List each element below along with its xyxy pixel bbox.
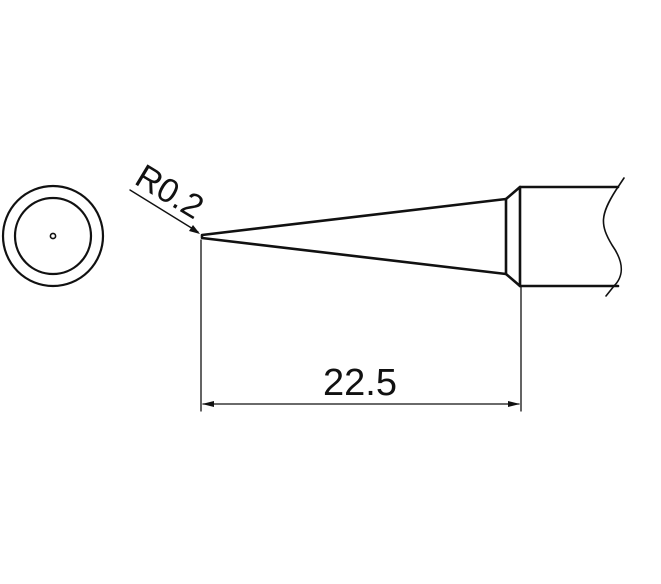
- length-dimension: 22.5: [200, 239, 522, 412]
- length-label: 22.5: [323, 362, 397, 404]
- dimension-arrow-left: [202, 401, 214, 407]
- inner-circle: [13, 196, 93, 276]
- chamfer-collar: [504, 185, 522, 288]
- tip-point-circle: [49, 232, 57, 240]
- radius-arrowhead: [189, 225, 200, 234]
- radius-annotation: R0.2: [129, 157, 210, 234]
- end-view: [1, 184, 105, 288]
- side-view: [200, 177, 625, 297]
- dimension-arrow-right: [508, 401, 520, 407]
- radius-label: R0.2: [129, 157, 210, 227]
- break-line: [602, 177, 625, 297]
- taper-cone: [200, 197, 508, 276]
- outer-circle: [1, 184, 105, 288]
- radius-leader-line: [129, 189, 199, 233]
